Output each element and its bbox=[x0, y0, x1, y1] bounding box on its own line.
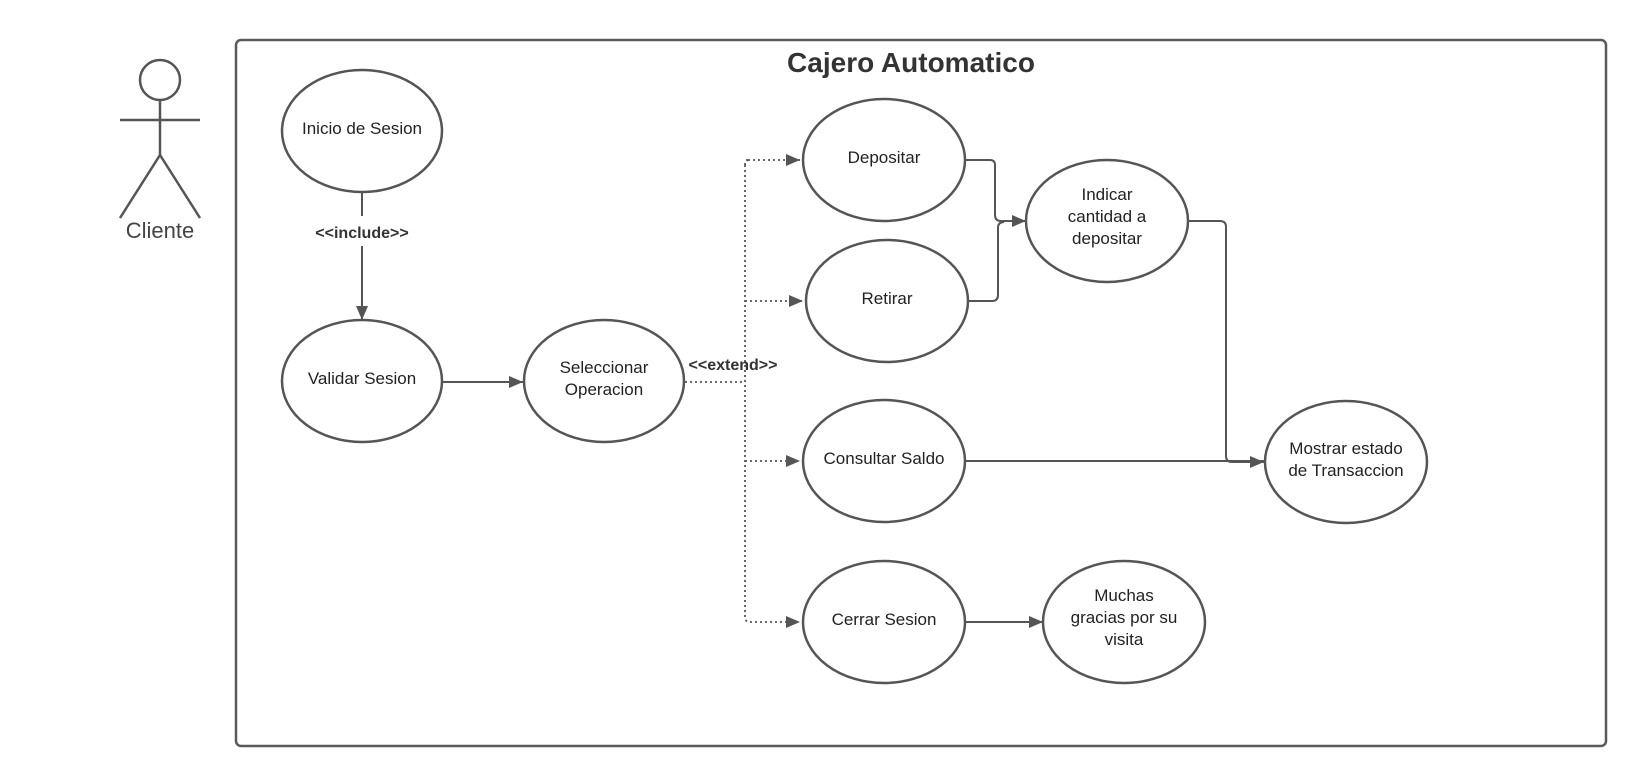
uc-depositar[interactable] bbox=[801, 97, 967, 223]
uc-mostrar-label-1: Mostrar estado bbox=[1289, 439, 1402, 458]
actor-head bbox=[138, 58, 182, 102]
uc-indicar-label-2: cantidad a bbox=[1068, 207, 1147, 226]
actor-leg-left bbox=[118, 154, 162, 219]
uc-seleccionar-operacion[interactable] bbox=[522, 318, 686, 444]
uc-retirar[interactable] bbox=[804, 238, 970, 364]
uc-indicar-label-3: depositar bbox=[1072, 229, 1142, 248]
uc-cerrar-sesion[interactable] bbox=[801, 559, 967, 685]
uc-cerrar-label: Cerrar Sesion bbox=[832, 610, 937, 629]
system-title: Cajero Automatico bbox=[787, 47, 1035, 78]
extend-connectors bbox=[685, 154, 803, 628]
actor-label: Cliente bbox=[126, 218, 194, 243]
extend-label: <<extend>> bbox=[689, 357, 778, 374]
system-boundary bbox=[234, 38, 1608, 748]
uc-inicio-label: Inicio de Sesion bbox=[302, 119, 422, 138]
include-label: <<include>> bbox=[315, 225, 408, 242]
uc-consultar-label: Consultar Saldo bbox=[824, 449, 945, 468]
uc-muchas-gracias[interactable] bbox=[1041, 559, 1207, 685]
uc-consultar-saldo[interactable] bbox=[801, 398, 967, 524]
uc-mostrar-label-2: de Transaccion bbox=[1288, 461, 1403, 480]
use-cases bbox=[280, 68, 1429, 685]
uc-gracias-label-1: Muchas bbox=[1094, 586, 1154, 605]
uc-mostrar-estado[interactable] bbox=[1263, 399, 1429, 525]
indicar-to-mostrar bbox=[1189, 220, 1264, 468]
actor-cliente bbox=[118, 58, 202, 219]
uc-indicar-label-1: Indicar bbox=[1081, 185, 1132, 204]
uc-validar-sesion[interactable] bbox=[280, 318, 444, 444]
uc-seleccionar-label-1: Seleccionar bbox=[560, 358, 649, 377]
uc-seleccionar-label-2: Operacion bbox=[565, 380, 643, 399]
actor-leg-right bbox=[158, 154, 202, 219]
extend-spine bbox=[744, 159, 751, 623]
uc-validar-label: Validar Sesion bbox=[308, 369, 416, 388]
uc-depositar-label: Depositar bbox=[848, 148, 921, 167]
retirar-to-indicar bbox=[969, 221, 1005, 302]
connectors bbox=[356, 154, 1264, 628]
uc-inicio-sesion[interactable] bbox=[280, 68, 444, 194]
uc-retirar-label: Retirar bbox=[861, 289, 912, 308]
uc-indicar-cantidad[interactable] bbox=[1024, 158, 1190, 284]
uc-gracias-label-2: gracias por su bbox=[1071, 608, 1178, 627]
use-case-labels: Inicio de Sesion Validar Sesion Seleccio… bbox=[302, 119, 1404, 649]
uc-gracias-label-3: visita bbox=[1105, 630, 1144, 649]
depositar-to-indicar bbox=[966, 159, 1026, 227]
